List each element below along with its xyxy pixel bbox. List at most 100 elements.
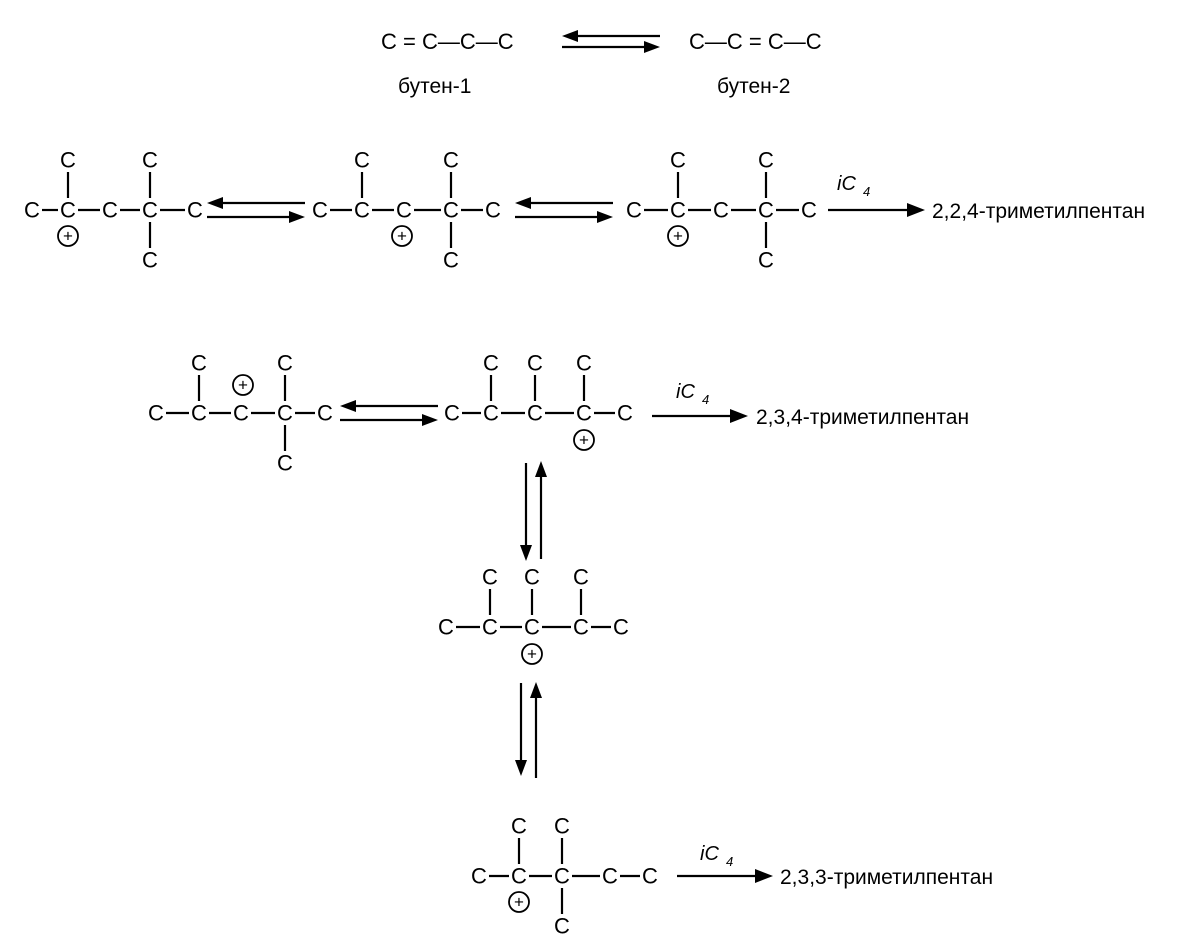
carbon-atom: C bbox=[142, 148, 158, 173]
carbon-atom: C bbox=[554, 914, 570, 939]
carbon-atom: C bbox=[24, 198, 40, 223]
arrow-head bbox=[755, 869, 773, 883]
carbon-atom: C bbox=[60, 198, 76, 223]
equilibrium-arrow bbox=[207, 197, 305, 223]
charge-sign: + bbox=[579, 431, 589, 450]
charge-sign: + bbox=[238, 376, 248, 395]
charge-ring bbox=[232, 374, 254, 396]
carbon-atom: C bbox=[713, 198, 729, 223]
cation-b: C C C C C C C C + bbox=[312, 148, 501, 273]
positive-charge-icon: + bbox=[521, 643, 543, 665]
carbon-atom: C bbox=[148, 401, 164, 426]
charge-sign: + bbox=[397, 227, 407, 246]
carbon-atom: C bbox=[354, 148, 370, 173]
cation-e: C C C C C C C C + bbox=[444, 351, 633, 451]
butene-2-label: бутен-2 bbox=[717, 75, 790, 98]
vertical-equilibrium-arrow bbox=[515, 682, 542, 778]
charge-ring bbox=[667, 225, 689, 247]
carbon-atom: C bbox=[670, 148, 686, 173]
cation-c: C C C C C C C C + bbox=[626, 148, 817, 273]
positive-charge-icon: + bbox=[508, 891, 530, 913]
carbon-atom: C bbox=[527, 401, 543, 426]
positive-charge-icon: + bbox=[391, 225, 413, 247]
positive-charge-icon: + bbox=[57, 225, 79, 247]
carbon-atom: C bbox=[312, 198, 328, 223]
carbon-atom: C bbox=[626, 198, 642, 223]
carbon-atom: C bbox=[573, 615, 589, 640]
carbon-atom: C bbox=[438, 615, 454, 640]
reagent-label: iC bbox=[700, 843, 719, 865]
charge-sign: + bbox=[527, 645, 537, 664]
carbon-atom: C bbox=[277, 451, 293, 476]
carbon-atom: C bbox=[617, 401, 633, 426]
arrow-head bbox=[515, 197, 531, 209]
charge-sign: + bbox=[673, 227, 683, 246]
cation-g: C C C C C C C C + bbox=[471, 814, 658, 939]
arrow-head bbox=[535, 461, 547, 477]
reagent-subscript: 4 bbox=[863, 184, 870, 199]
carbon-atom: C bbox=[576, 401, 592, 426]
positive-charge-icon: + bbox=[667, 225, 689, 247]
charge-ring bbox=[391, 225, 413, 247]
carbon-atom: C bbox=[576, 351, 592, 376]
carbon-atom: C bbox=[471, 864, 487, 889]
carbon-atom: C bbox=[277, 351, 293, 376]
carbon-atom: C bbox=[396, 198, 412, 223]
charge-ring bbox=[508, 891, 530, 913]
carbon-atom: C bbox=[317, 401, 333, 426]
equilibrium-arrow bbox=[515, 197, 613, 223]
carbon-atom: C bbox=[758, 148, 774, 173]
butene-2-formula: C—C = C—C bbox=[689, 29, 822, 54]
arrow-head bbox=[340, 400, 356, 412]
carbon-atom: C bbox=[554, 814, 570, 839]
carbon-atom: C bbox=[554, 864, 570, 889]
arrow-head bbox=[207, 197, 223, 209]
cation-f: C C C C C C C C + bbox=[438, 565, 629, 665]
arrow-head bbox=[907, 203, 925, 217]
charge-ring bbox=[573, 429, 595, 451]
arrow-head bbox=[562, 30, 578, 42]
carbon-atom: C bbox=[524, 565, 540, 590]
carbon-atom: C bbox=[60, 148, 76, 173]
carbon-atom: C bbox=[511, 814, 527, 839]
carbon-atom: C bbox=[102, 198, 118, 223]
charge-sign: + bbox=[63, 227, 73, 246]
carbon-atom: C bbox=[191, 351, 207, 376]
arrow-head bbox=[422, 414, 438, 426]
carbon-atom: C bbox=[443, 148, 459, 173]
carbon-atom: C bbox=[758, 248, 774, 273]
carbon-atom: C bbox=[482, 565, 498, 590]
arrow-head bbox=[644, 41, 660, 53]
carbon-atom: C bbox=[573, 565, 589, 590]
carbon-atom: C bbox=[483, 401, 499, 426]
carbon-atom: C bbox=[483, 351, 499, 376]
carbon-atom: C bbox=[354, 198, 370, 223]
equilibrium-arrow bbox=[340, 400, 438, 426]
charge-sign: + bbox=[514, 893, 524, 912]
carbon-atom: C bbox=[191, 401, 207, 426]
carbon-atom: C bbox=[613, 615, 629, 640]
carbon-atom: C bbox=[670, 198, 686, 223]
positive-charge-icon: + bbox=[232, 374, 254, 396]
carbon-atom: C bbox=[277, 401, 293, 426]
carbon-atom: C bbox=[443, 198, 459, 223]
arrow-head bbox=[515, 760, 527, 776]
carbon-atom: C bbox=[801, 198, 817, 223]
reaction-arrow-2: iC 4 bbox=[652, 381, 748, 423]
carbon-atom: C bbox=[142, 198, 158, 223]
arrow-head bbox=[597, 211, 613, 223]
arrow-head bbox=[520, 545, 532, 561]
product-1-label: 2,2,4-триметилпентан bbox=[932, 200, 1145, 223]
equilibrium-arrow bbox=[562, 30, 660, 53]
carbon-atom: C bbox=[524, 615, 540, 640]
product-2-label: 2,3,4-триметилпентан bbox=[756, 406, 969, 429]
carbon-atom: C bbox=[642, 864, 658, 889]
butene-isomerization: C = C—C—C C—C = C—C бутен-1 бутен-2 bbox=[381, 29, 822, 98]
cation-a: C C C C C C C C + bbox=[24, 148, 203, 273]
cation-d: C C C C C C C C + bbox=[148, 351, 333, 476]
charge-ring bbox=[521, 643, 543, 665]
arrow-head bbox=[730, 409, 748, 423]
arrow-head bbox=[530, 682, 542, 698]
carbon-atom: C bbox=[444, 401, 460, 426]
